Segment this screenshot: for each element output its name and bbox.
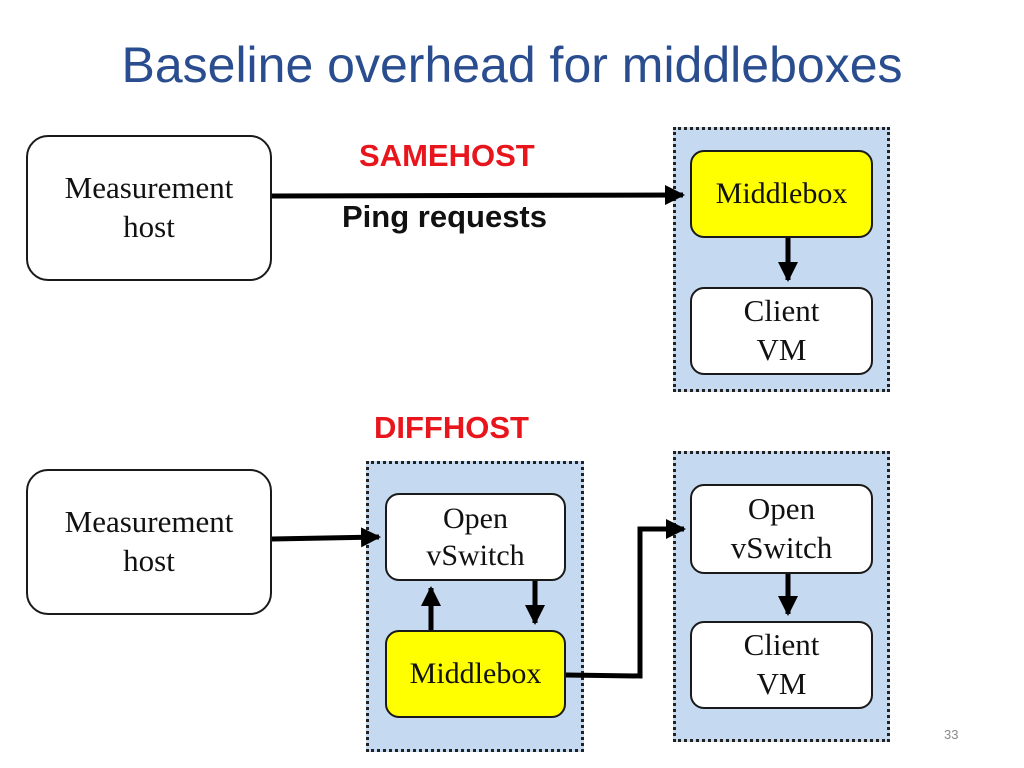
samehost-measurement-host: Measurement host: [26, 135, 272, 281]
diffhost-measurement-host: Measurement host: [26, 469, 272, 615]
open-vswitch-line2: vSwitch: [426, 539, 525, 572]
diffhost-client-vm: Client VM: [690, 621, 873, 709]
samehost-client-vm: Client VM: [690, 287, 873, 375]
samehost-middlebox: Middlebox: [690, 150, 873, 238]
samehost-label: SAMEHOST: [359, 138, 535, 173]
ping-requests-label: Ping requests: [342, 199, 547, 234]
open-vswitch-line2: vSwitch: [730, 530, 833, 565]
diffhost-label: DIFFHOST: [374, 410, 529, 445]
measurement-host-line2: host: [123, 209, 175, 244]
diffhost-left-open-vswitch: Open vSwitch: [385, 493, 566, 581]
middlebox-label: Middlebox: [409, 657, 542, 691]
measurement-host-line1: Measurement: [64, 170, 234, 206]
diffhost-right-open-vswitch: Open vSwitch: [690, 484, 873, 574]
measurement-host-line1: Measurement: [64, 504, 234, 540]
ping-requests-arrow: [271, 185, 685, 206]
page-title: Baseline overhead for middleboxes: [121, 37, 903, 93]
open-vswitch-line1: Open: [747, 491, 816, 527]
client-vm-line2: VM: [756, 332, 807, 367]
client-vm-line2: VM: [756, 666, 807, 701]
client-vm-line1: Client: [743, 293, 820, 329]
middlebox-label: Middlebox: [715, 177, 848, 211]
slide-number: 33: [944, 727, 959, 742]
measurement-host-line2: host: [123, 543, 175, 578]
client-vm-line1: Client: [743, 627, 820, 663]
diffhost-middlebox-to-remote-ovs-arrow: [565, 519, 687, 679]
open-vswitch-line1: Open: [443, 501, 508, 535]
diffhost-middlebox: Middlebox: [385, 630, 566, 718]
diffhost-measurement-to-ovs-arrow: [271, 527, 381, 548]
